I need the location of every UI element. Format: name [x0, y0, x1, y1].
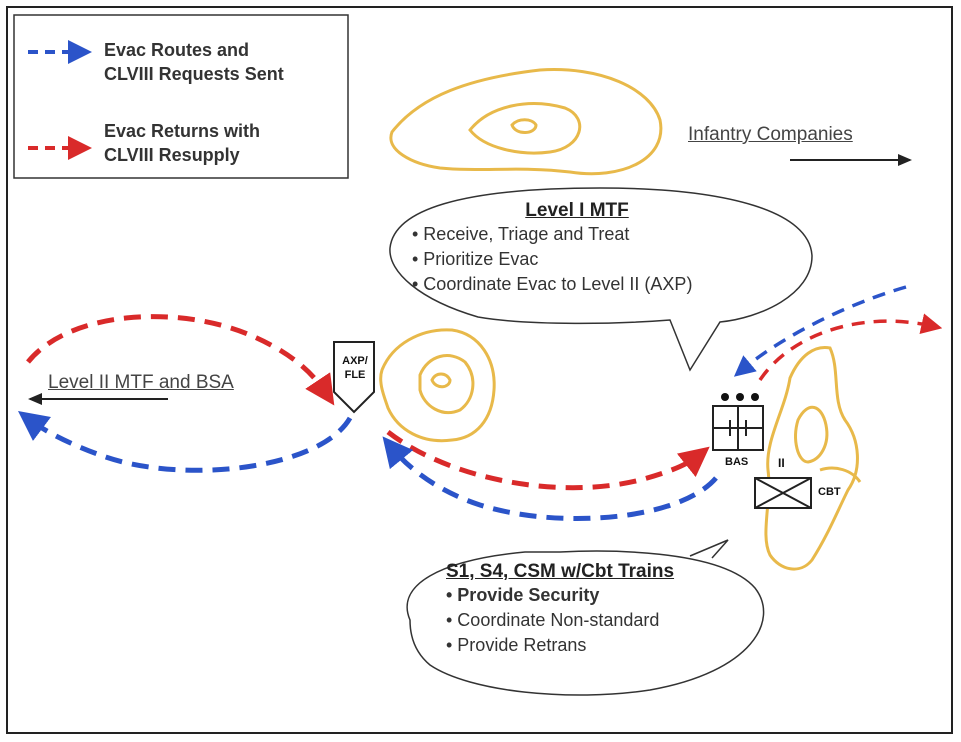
- bas-symbol[interactable]: [712, 393, 764, 451]
- terrain-contour-top: [389, 68, 663, 176]
- callout-level1-title: Level I MTF: [525, 200, 629, 221]
- bas-label: BAS: [725, 456, 749, 468]
- callout-trains-title: S1, S4, CSM w/Cbt Trains: [446, 561, 675, 582]
- cbt-trains-symbol[interactable]: [754, 477, 812, 509]
- red-route-left: [26, 314, 335, 406]
- callout-level1-item: • Receive, Triage and Treat: [412, 224, 630, 244]
- red-route-middle: [386, 430, 710, 491]
- level2-mtf-label: Level II MTF and BSA: [48, 372, 234, 393]
- cbt-echelon-label: II: [778, 456, 785, 470]
- callout-trains-pointer: [689, 539, 729, 559]
- cbt-label: CBT: [818, 486, 841, 498]
- legend-blue-line2: CLVIII Requests Sent: [104, 64, 284, 84]
- blue-route-left: [17, 411, 353, 473]
- axp-line1: AXP/: [342, 355, 368, 367]
- callout-trains-item: • Provide Security: [446, 585, 600, 605]
- legend-red-label: Evac Returns with CLVIII Resupply: [104, 119, 260, 167]
- blue-route-middle: [382, 436, 718, 522]
- callout-level1-bubble: [389, 187, 813, 372]
- axp-fle-symbol[interactable]: [333, 341, 375, 414]
- callout-trains: S1, S4, CSM w/Cbt Trains • Provide Secur…: [446, 561, 674, 658]
- terrain-contour-right: [764, 345, 862, 571]
- callout-level1-item: • Coordinate Evac to Level II (AXP): [412, 274, 693, 294]
- legend-red-line1: Evac Returns with: [104, 121, 261, 141]
- infantry-companies-label: Infantry Companies: [688, 124, 853, 145]
- legend-blue-line1: Evac Routes and: [104, 40, 250, 60]
- callout-trains-item: • Coordinate Non-standard: [446, 610, 660, 630]
- blue-route-right: [733, 285, 907, 377]
- callout-level1-item: • Prioritize Evac: [412, 249, 539, 269]
- axp-line2: FLE: [344, 369, 366, 381]
- callout-trains-item: • Provide Retrans: [446, 635, 587, 655]
- legend-red-line2: CLVIII Resupply: [104, 145, 240, 165]
- callout-level1: Level I MTF • Receive, Triage and Treat …: [412, 200, 742, 297]
- axp-fle-label: AXP/ FLE: [338, 354, 372, 382]
- terrain-contour-middle: [379, 328, 496, 443]
- legend-blue-label: Evac Routes and CLVIII Requests Sent: [104, 38, 284, 86]
- callout-trains-bubble: [406, 550, 765, 696]
- red-route-right: [758, 313, 943, 381]
